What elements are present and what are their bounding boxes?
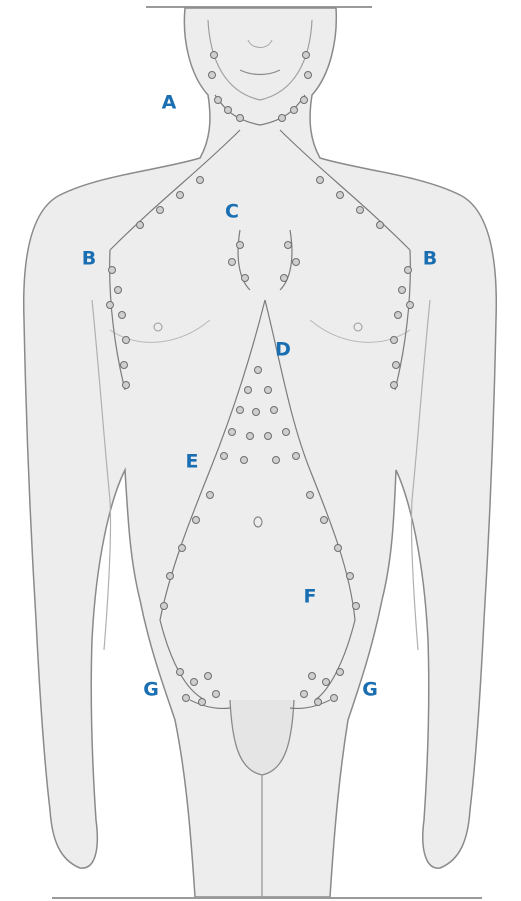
label-a: A [162, 94, 177, 113]
label-g-right: G [362, 681, 378, 700]
label-g-left: G [143, 681, 159, 700]
label-c: C [225, 203, 239, 222]
label-b-right: B [423, 250, 437, 269]
label-b-left: B [82, 250, 96, 269]
label-d: D [275, 341, 291, 360]
bottom-rule [52, 897, 482, 899]
label-f: F [304, 588, 317, 607]
label-e: E [186, 453, 199, 472]
